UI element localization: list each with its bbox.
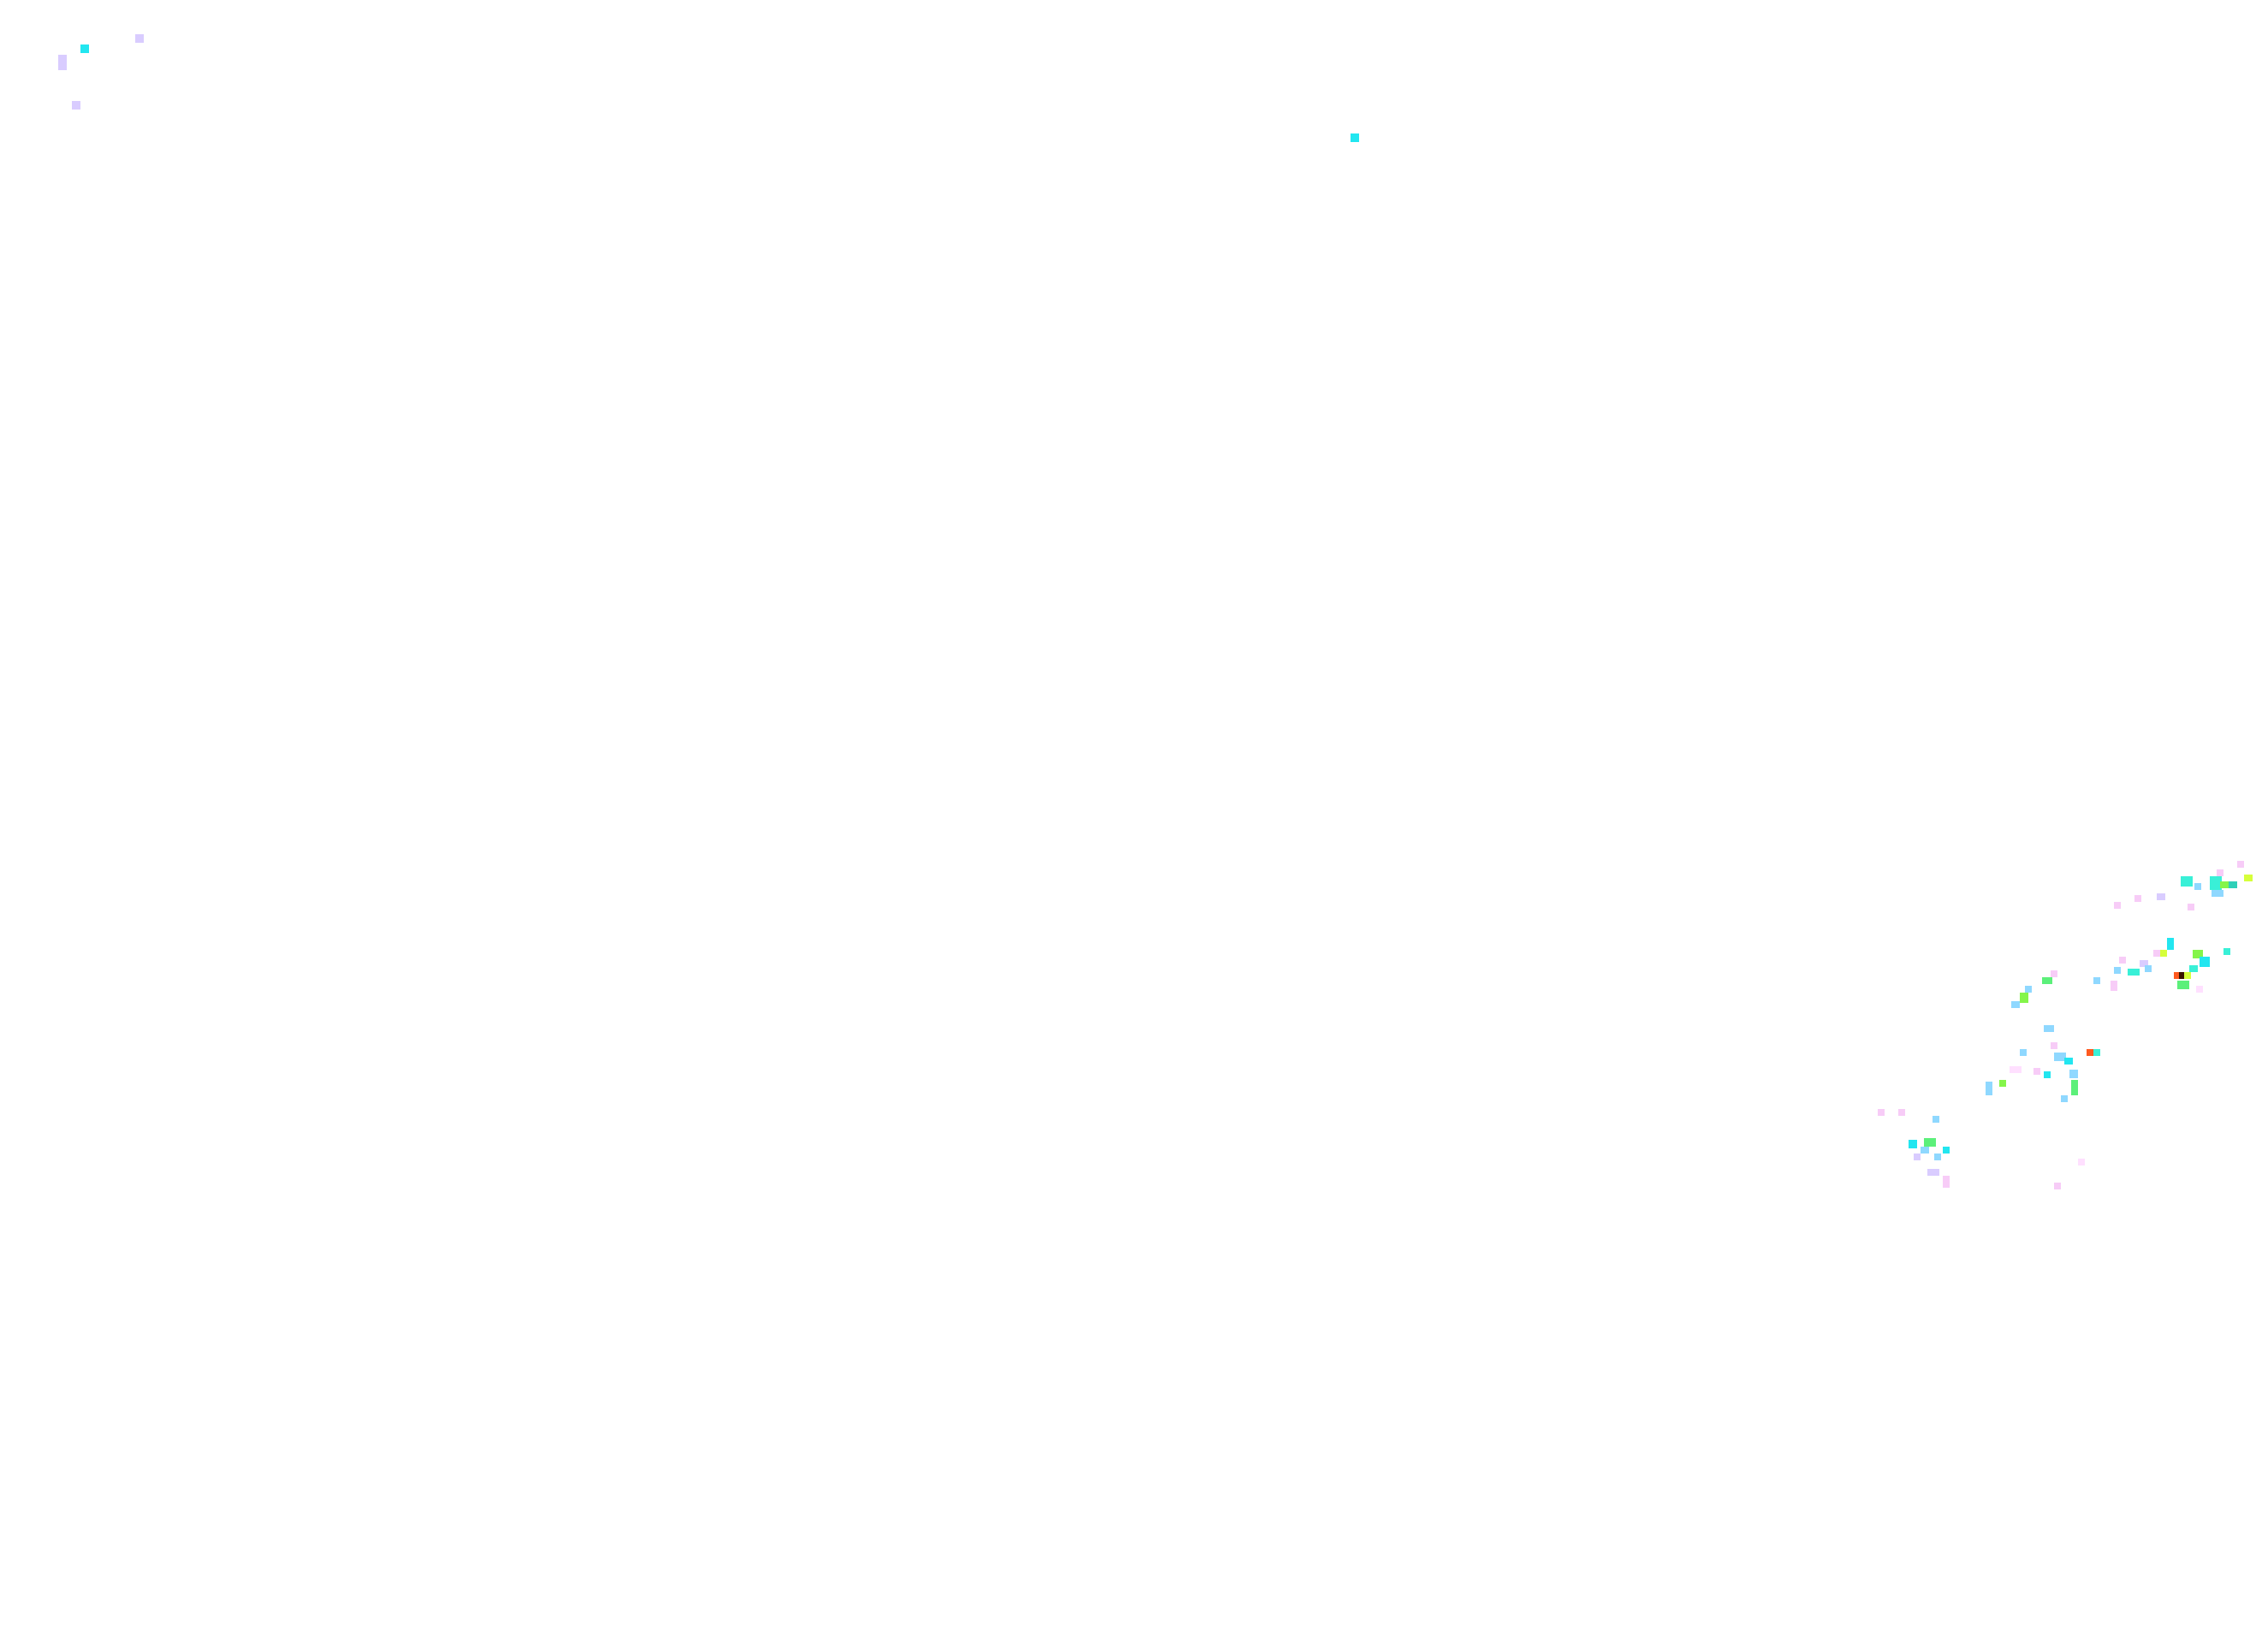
speck xyxy=(2193,950,2203,958)
speck xyxy=(2051,970,2057,977)
speck xyxy=(2051,1042,2057,1049)
speck xyxy=(2145,965,2152,972)
speck xyxy=(1914,1154,1921,1160)
speck xyxy=(2179,972,2186,979)
speck xyxy=(2196,986,2203,993)
speck xyxy=(2134,895,2141,902)
speck xyxy=(1934,1154,1941,1160)
speck xyxy=(2217,869,2223,876)
speck xyxy=(2210,876,2222,890)
speck xyxy=(1921,1147,1929,1154)
speck xyxy=(2212,890,2223,897)
speck xyxy=(1909,1140,1917,1148)
speck xyxy=(2174,972,2181,979)
speck xyxy=(2188,904,2194,910)
speck xyxy=(2025,986,2032,993)
speck xyxy=(2054,1053,2066,1061)
speck xyxy=(1927,1169,1939,1176)
speck xyxy=(2044,1025,2054,1032)
speck xyxy=(2071,1080,2078,1095)
speck xyxy=(2111,981,2117,991)
speck xyxy=(2114,967,2121,974)
speck xyxy=(2189,965,2198,972)
speck xyxy=(1898,1109,1905,1116)
speck xyxy=(2061,1095,2068,1102)
speck xyxy=(2033,1068,2040,1075)
speck xyxy=(2093,1049,2100,1056)
speck xyxy=(2223,948,2230,955)
speck xyxy=(2184,972,2191,979)
speck xyxy=(2229,881,2237,888)
speck xyxy=(1999,1080,2006,1087)
speck xyxy=(2044,1071,2051,1078)
speck xyxy=(2194,883,2201,890)
speck xyxy=(1943,1147,1950,1154)
speck xyxy=(2078,1159,2085,1165)
speck xyxy=(2069,1070,2078,1078)
speck xyxy=(2237,861,2244,868)
speck xyxy=(2140,960,2148,967)
speck xyxy=(2119,957,2126,964)
speck xyxy=(1924,1138,1936,1147)
speck xyxy=(58,55,67,70)
speck xyxy=(1351,133,1359,142)
speck xyxy=(2054,1183,2061,1189)
speck xyxy=(2167,938,2174,950)
speck xyxy=(1986,1082,1992,1095)
speck xyxy=(1878,1109,1885,1116)
speck xyxy=(2114,902,2121,909)
speck xyxy=(2020,993,2028,1003)
speck xyxy=(72,101,80,110)
speck xyxy=(2153,950,2160,957)
speck xyxy=(2244,875,2253,881)
speck xyxy=(2157,893,2165,900)
speck xyxy=(2200,957,2210,967)
speck xyxy=(2010,1066,2022,1073)
speck xyxy=(2177,981,2189,989)
speck xyxy=(2011,1001,2020,1008)
speck xyxy=(135,34,144,43)
speck xyxy=(2093,977,2100,984)
speck xyxy=(2087,1049,2093,1056)
speck xyxy=(1933,1116,1939,1123)
speck xyxy=(2064,1058,2073,1065)
speck xyxy=(2220,881,2229,888)
speck xyxy=(1943,1176,1950,1188)
speck xyxy=(2181,876,2193,887)
speck xyxy=(80,44,89,53)
speck xyxy=(2020,1049,2027,1056)
speck xyxy=(2160,950,2167,957)
speck xyxy=(2042,977,2052,984)
speck xyxy=(2128,969,2140,976)
